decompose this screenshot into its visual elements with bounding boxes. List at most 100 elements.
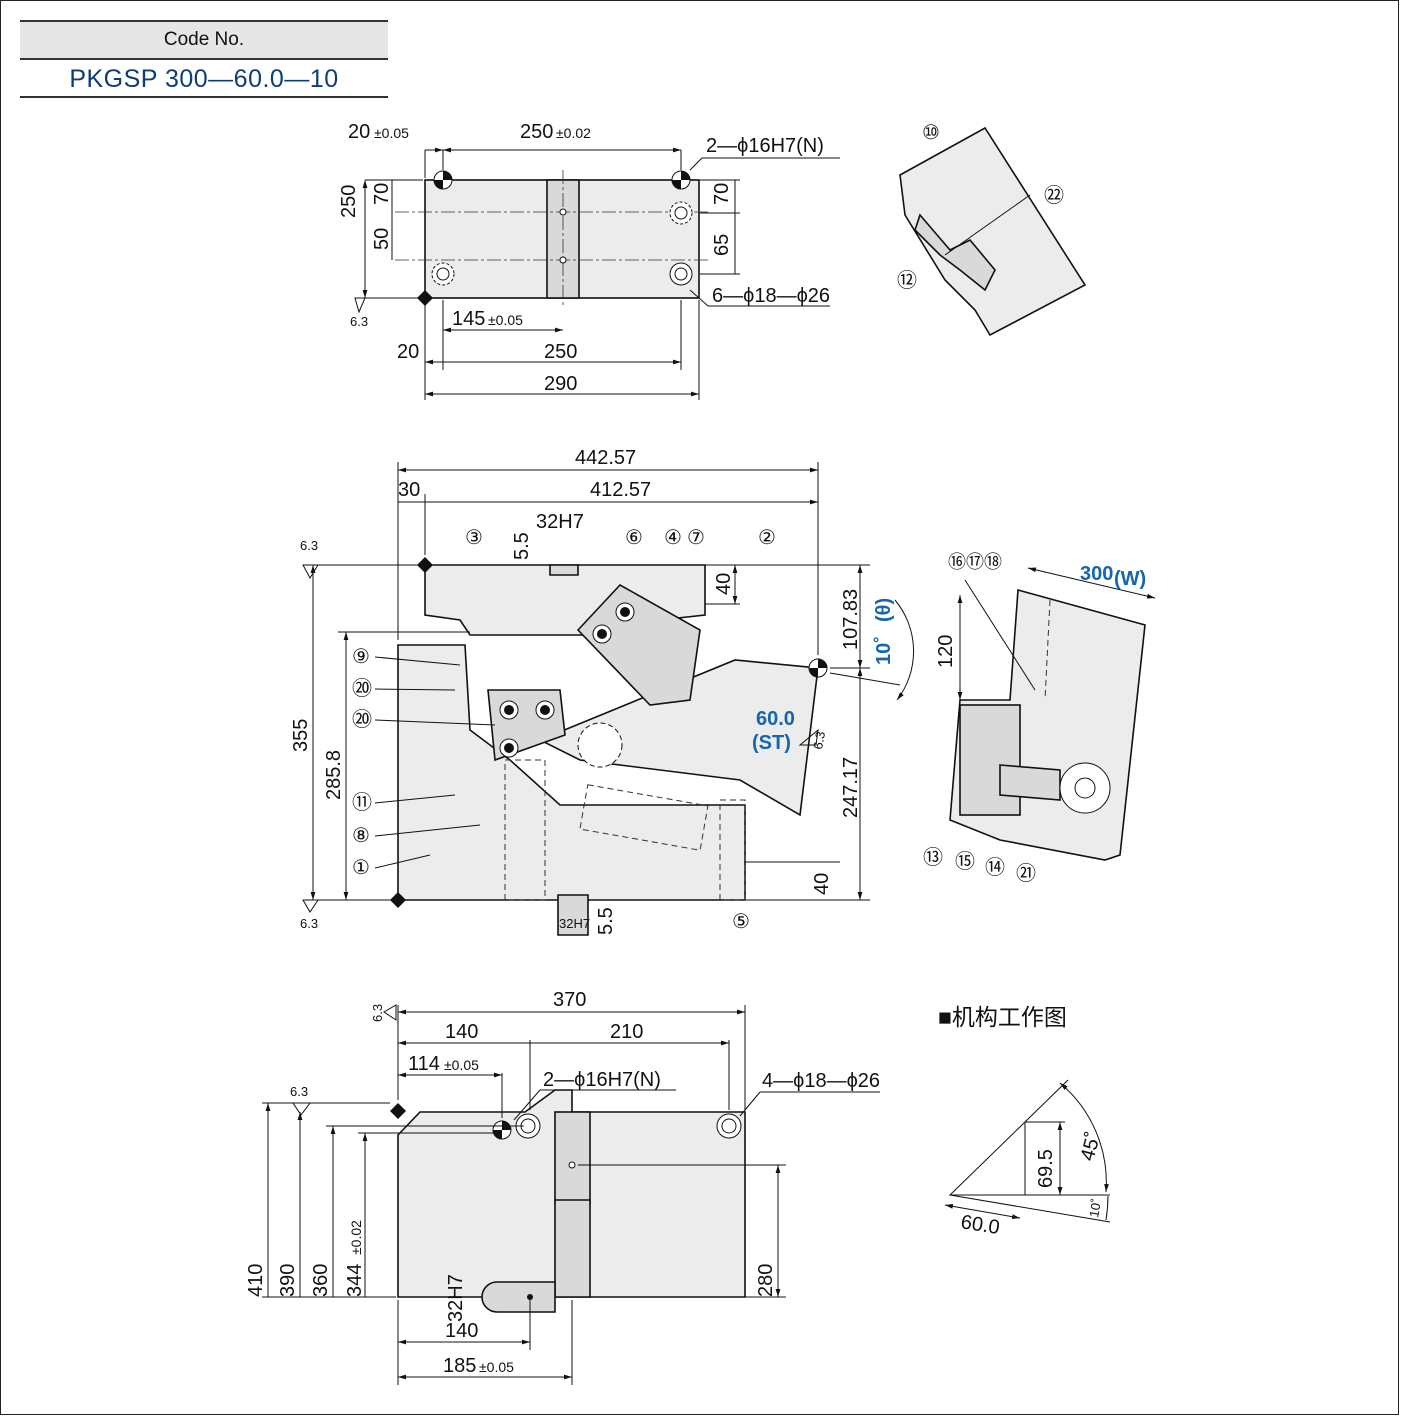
dim-140: 140	[445, 1021, 478, 1043]
angle-10: 10˚	[872, 636, 895, 665]
part-6-link	[576, 583, 701, 706]
code-label: Code No.	[20, 20, 388, 60]
dim-h250: 250	[338, 185, 360, 218]
dim-185: 185	[443, 1355, 476, 1377]
dim-30: 30	[398, 479, 420, 501]
part-2-cam	[538, 659, 819, 817]
callout-8: ⑧	[352, 825, 370, 847]
dim-r65: 65	[711, 234, 733, 256]
dim-410: 410	[245, 1264, 267, 1297]
mech-10: 10˚	[1086, 1197, 1104, 1218]
dim-412: 412.57	[590, 479, 651, 501]
dim-5-5: 5.5	[511, 532, 533, 560]
slot-bottom	[557, 894, 589, 936]
roughness-front-bottom: 6.3	[300, 916, 318, 931]
dim-40b: 40	[811, 873, 833, 895]
dim-20-tol: ±0.05	[374, 125, 409, 141]
dim-344-tol: ±0.02	[348, 1220, 364, 1255]
code-number-box: Code No. PKGSP 300—60.0—10	[20, 20, 388, 98]
bottom-view: 370 140 210 114 ±0.05 2—ϕ16H7(N) 4—ϕ18—ϕ…	[245, 989, 880, 1385]
dim-250-tol: ±0.02	[556, 125, 591, 141]
dim-210: 210	[610, 1021, 643, 1043]
callout-11: ⑪	[352, 791, 372, 814]
hole-callout-n: 2—ϕ16H7(N)	[706, 135, 824, 157]
callout-10: ⑩	[922, 122, 940, 144]
dim-107: 107.83	[840, 589, 862, 650]
slot-32h7: 32H7	[536, 511, 584, 533]
dim-h50: 50	[371, 228, 393, 250]
slot-32h7-side: 32H7	[445, 1274, 467, 1322]
dim-5-5b: 5.5	[595, 907, 617, 935]
slot-32h7-bottom: 32H7	[559, 916, 590, 931]
dim-285: 285.8	[323, 750, 345, 800]
angle-theta: (θ)	[873, 598, 895, 622]
callout-15: ⑮	[955, 850, 975, 873]
dim-355: 355	[290, 719, 312, 752]
dim-250: 250	[520, 121, 553, 143]
datum-corner-icon	[390, 892, 406, 908]
callout-2: ②	[758, 527, 776, 549]
dim-360: 360	[310, 1264, 332, 1297]
detail-b: 300 (W) ⑯⑰⑱ 120 ⑬ ⑮ ⑭ ㉑	[923, 552, 1156, 885]
roughness-st: 6.3	[810, 730, 828, 750]
dim-b140: 140	[445, 1320, 478, 1342]
bottom-hole-n: 2—ϕ16H7(N)	[543, 1069, 661, 1091]
dim-344: 344	[344, 1264, 366, 1297]
dim-442: 442.57	[575, 447, 636, 469]
callout-12: ⑫	[897, 269, 917, 292]
datum-corner-icon	[417, 557, 433, 573]
roughness-top: 6.3	[350, 314, 368, 329]
callout-4: ④	[664, 527, 682, 549]
dim-370: 370	[553, 989, 586, 1011]
datum-corner-icon	[417, 290, 433, 306]
dim-20b: 20	[397, 341, 419, 363]
roughness-bottom-left: 6.3	[290, 1084, 308, 1099]
callout-5: ⑤	[732, 911, 750, 933]
front-view: 442.57 30 412.57 32H7 5.5 40 107.83 247.…	[290, 447, 915, 936]
dim-114: 114	[408, 1053, 440, 1075]
dim-185-tol: ±0.05	[479, 1359, 514, 1375]
roughness-bottom-top: 6.3	[370, 1004, 385, 1022]
stroke-st: (ST)	[752, 732, 791, 754]
part-19-bracket	[487, 689, 566, 762]
dim-r70: 70	[711, 183, 733, 205]
callout-21: ㉑	[1016, 862, 1036, 885]
datum-corner-icon	[390, 1103, 406, 1119]
top-view: 20 ±0.05 250 ±0.02 2—ϕ16H7(N) 6—ϕ18—ϕ26 …	[338, 121, 840, 400]
callout-22: ㉒	[1044, 184, 1064, 207]
detail-a: ⑩ ㉒ ⑫	[897, 122, 1087, 337]
roughness-front-top: 6.3	[300, 538, 318, 553]
width-300: 300	[1080, 563, 1113, 585]
dim-250b: 250	[544, 341, 577, 363]
callout-14: ⑭	[985, 856, 1005, 879]
width-w: (W)	[1114, 568, 1146, 590]
callout-13: ⑬	[923, 846, 943, 869]
dim-247: 247.17	[840, 757, 862, 818]
callout-1: ①	[352, 857, 370, 879]
callout-3: ③	[465, 527, 483, 549]
callout-6: ⑥	[625, 527, 643, 549]
dim-280: 280	[755, 1264, 777, 1297]
callout-19: ⑳	[352, 708, 372, 731]
dim-40: 40	[713, 573, 735, 595]
mechanism-diagram: ■机构工作图 69.5 45˚ 10˚ 60.0	[938, 1004, 1111, 1239]
mech-69-5: 69.5	[1035, 1149, 1057, 1188]
callout-20: ⑳	[352, 677, 372, 700]
stroke-60: 60.0	[756, 708, 795, 730]
bottom-hole-cb: 4—ϕ18—ϕ26	[762, 1070, 880, 1092]
dim-145: 145	[452, 308, 485, 330]
dim-145-tol: ±0.05	[488, 312, 523, 328]
dim-114-tol: ±0.05	[444, 1057, 479, 1073]
callout-16-17-18: ⑯⑰⑱	[948, 552, 1002, 572]
callout-9: ⑨	[352, 646, 370, 668]
dim-20: 20	[348, 121, 370, 143]
callout-7: ⑦	[687, 527, 705, 549]
dim-h70: 70	[371, 183, 393, 205]
detail-a-block	[899, 126, 1087, 337]
mechanism-title: ■机构工作图	[938, 1004, 1067, 1030]
dim-390: 390	[277, 1264, 299, 1297]
mech-45: 45˚	[1077, 1130, 1106, 1164]
dim-120: 120	[935, 635, 957, 668]
mech-60: 60.0	[959, 1211, 1001, 1239]
